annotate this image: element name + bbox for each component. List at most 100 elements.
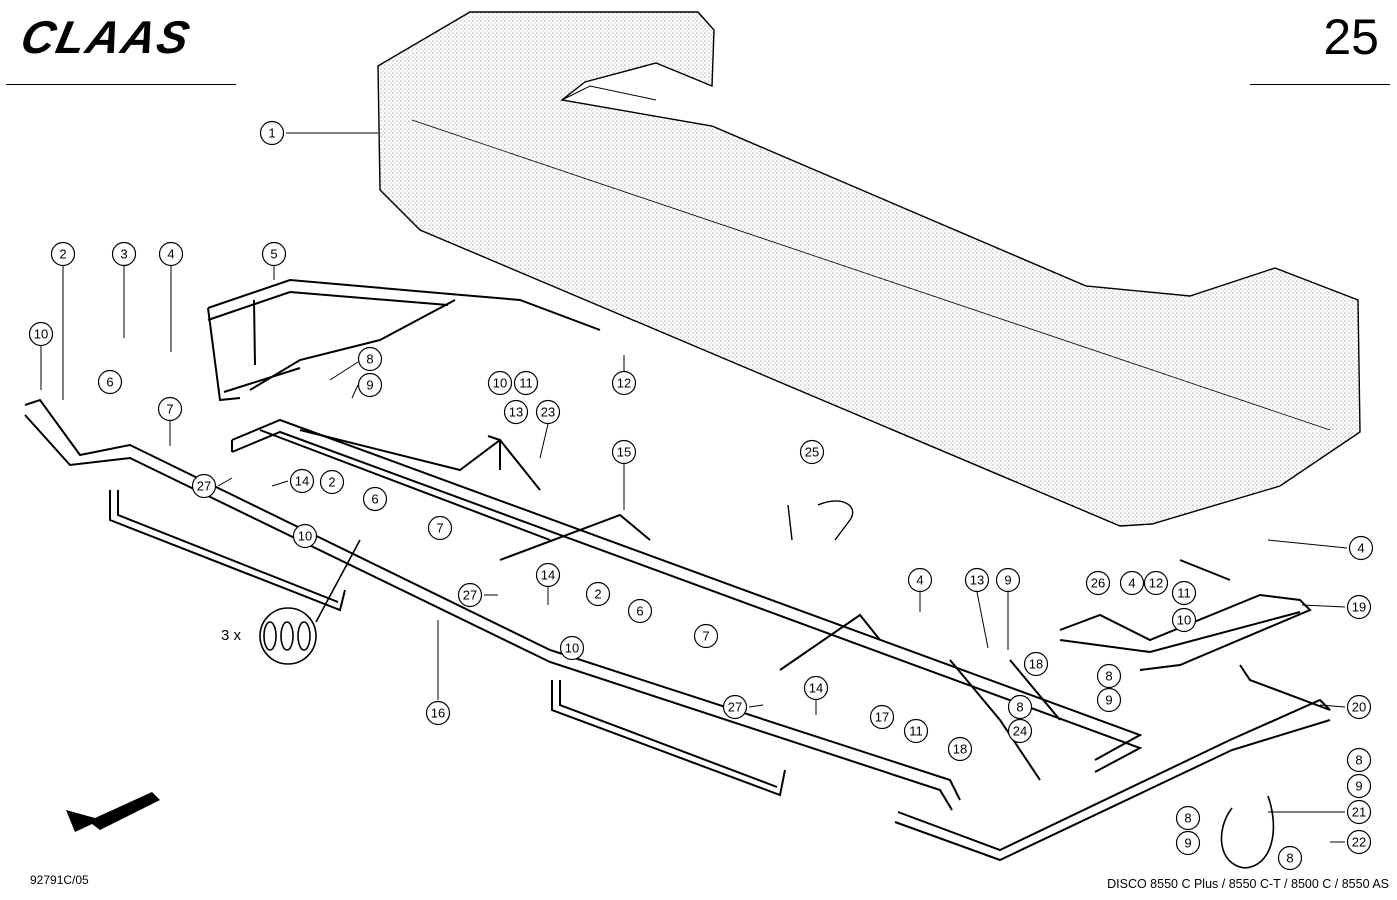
callout-circle	[259, 120, 285, 146]
leader-line	[976, 591, 989, 649]
callout-number: 12	[1149, 576, 1163, 591]
callout-circle	[627, 598, 653, 624]
callout-number: 1	[268, 126, 275, 141]
callout-19: 19	[1346, 594, 1372, 620]
callout-circle	[1143, 570, 1169, 596]
callout-circle	[1085, 570, 1111, 596]
lower-guard-rail	[24, 398, 961, 811]
callout-circle	[1346, 829, 1372, 855]
leader-line	[1319, 704, 1346, 708]
callout-8: 8	[1346, 747, 1372, 773]
callout-circle	[158, 241, 184, 267]
leader-line	[217, 477, 233, 487]
callout-number: 18	[1029, 657, 1043, 672]
callout-11: 11	[513, 370, 539, 396]
callout-number: 18	[953, 742, 967, 757]
callout-circle	[585, 581, 611, 607]
callout-circle	[1023, 651, 1049, 677]
callout-number: 9	[366, 378, 373, 393]
callout-6: 6	[627, 598, 653, 624]
header-rule-right	[1250, 84, 1390, 85]
callout-7: 7	[427, 515, 453, 541]
callout-circle	[289, 468, 315, 494]
callout-13: 13	[503, 399, 529, 425]
callout-2: 2	[50, 241, 76, 267]
callout-circle	[1096, 687, 1122, 713]
main-base-frame	[231, 418, 1143, 781]
callout-10: 10	[28, 321, 54, 347]
callout-number: 26	[1091, 576, 1105, 591]
callout-number: 8	[1105, 669, 1112, 684]
callout-5: 5	[261, 241, 287, 267]
callout-26: 26	[1085, 570, 1111, 596]
callout-circle	[292, 523, 318, 549]
callout-8: 8	[1175, 805, 1201, 831]
callout-circle	[425, 700, 451, 726]
callout-circle	[362, 486, 388, 512]
multiplier-label: 3 x	[221, 627, 242, 644]
callout-number: 5	[270, 247, 277, 262]
callout-circle	[722, 694, 748, 720]
callout-number: 8	[1016, 700, 1023, 715]
callout-circle	[487, 370, 513, 396]
callout-12: 12	[1143, 570, 1169, 596]
callout-25: 25	[799, 439, 825, 465]
callout-circle	[28, 321, 54, 347]
callout-circle	[1119, 570, 1145, 596]
callout-number: 22	[1352, 835, 1366, 850]
callout-number: 8	[1355, 753, 1362, 768]
callout-1: 1	[259, 120, 285, 146]
spring-ring-detail	[259, 539, 361, 665]
callout-number: 2	[59, 247, 66, 262]
callout-circle	[1096, 663, 1122, 689]
callout-24: 24	[1007, 718, 1033, 744]
callout-circle	[903, 718, 929, 744]
callout-circle	[907, 567, 933, 593]
callout-number: 10	[1177, 613, 1191, 628]
callout-number: 8	[1286, 851, 1293, 866]
callout-number: 8	[366, 352, 373, 367]
callout-number: 7	[436, 521, 443, 536]
callout-circle	[357, 346, 383, 372]
direction-arrow-icon	[66, 792, 160, 832]
callout-circle	[1348, 535, 1374, 561]
callout-number: 4	[1357, 541, 1364, 556]
leader-line	[271, 480, 289, 487]
callout-number: 27	[463, 588, 477, 603]
callout-number: 10	[298, 529, 312, 544]
callout-4: 4	[1119, 570, 1145, 596]
callout-number: 4	[167, 247, 174, 262]
callout-circle	[1171, 580, 1197, 606]
callout-7: 7	[693, 623, 719, 649]
callout-circle	[1346, 694, 1372, 720]
callout-number: 19	[1352, 600, 1366, 615]
callout-22: 22	[1346, 829, 1372, 855]
callout-21: 21	[1346, 799, 1372, 825]
callout-10: 10	[1171, 607, 1197, 633]
callout-number: 12	[617, 376, 631, 391]
callout-8: 8	[1277, 845, 1303, 871]
callout-number: 14	[541, 568, 555, 583]
callout-9: 9	[1346, 773, 1372, 799]
callout-number: 13	[509, 405, 523, 420]
callout-14: 14	[535, 562, 561, 588]
callout-number: 14	[809, 681, 823, 696]
callout-circle	[1175, 830, 1201, 856]
callout-circle	[357, 372, 383, 398]
callout-circle	[513, 370, 539, 396]
callout-number: 8	[1184, 811, 1191, 826]
callout-circle	[1277, 845, 1303, 871]
callout-8: 8	[1007, 694, 1033, 720]
model-list: DISCO 8550 C Plus / 8550 C-T / 8500 C / …	[1107, 877, 1389, 891]
callout-number: 2	[594, 587, 601, 602]
callout-circle	[1346, 594, 1372, 620]
callout-circle	[611, 370, 637, 396]
callout-number: 21	[1352, 805, 1366, 820]
callout-circle	[1007, 694, 1033, 720]
upper-bracket-frame	[207, 278, 601, 402]
callout-circle	[191, 473, 217, 499]
callout-9: 9	[1175, 830, 1201, 856]
callout-circle	[50, 241, 76, 267]
callout-14: 14	[803, 675, 829, 701]
callout-number: 10	[34, 327, 48, 342]
